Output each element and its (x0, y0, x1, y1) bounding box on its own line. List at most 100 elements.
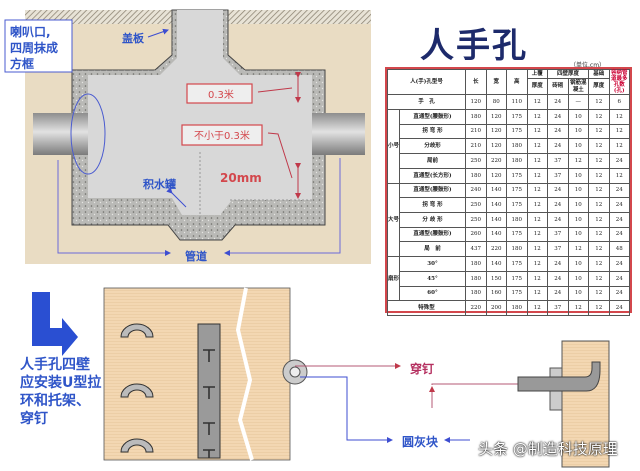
table-header-row: 人(手)孔型号 长 宽 高 上覆 四壁厚度 基础 容纳管道最多孔数(孔) (387, 68, 630, 96)
table-cell: — (567, 94, 589, 110)
row-type: 局前 (399, 153, 466, 169)
break-line (235, 287, 254, 461)
table-cell: 180 (506, 138, 528, 155)
group-label: 小号 (387, 108, 400, 184)
table-cell: 24 (547, 256, 569, 272)
table-cell: 10 (567, 226, 589, 243)
table-cell: 120 (465, 94, 487, 110)
table-cell: 12 (588, 94, 610, 110)
installation-note-line: 人手孔四壁 (20, 357, 90, 373)
table-cell: 180 (465, 108, 487, 125)
table-cell: 140 (485, 211, 507, 228)
table-cell: 12 (526, 300, 548, 317)
table-cell: 12 (526, 285, 548, 302)
table-cell: 12 (588, 167, 610, 184)
table-cell: 220 (485, 153, 507, 169)
table-cell: 12 (526, 138, 548, 155)
row-type: 手 孔 (387, 94, 466, 110)
row-type: 60° (399, 285, 466, 302)
installation-note-line: 环和托架、 (20, 393, 90, 409)
table-cell: 37 (547, 167, 569, 184)
header-type: 人(手)孔型号 (387, 68, 466, 96)
table-cell: 250 (465, 153, 487, 169)
unit-note: （单位,cm） (570, 62, 606, 69)
round-block-label: 圆灰块 (402, 434, 439, 449)
table-cell: 240 (465, 182, 487, 199)
row-type: 分 歧 形 (399, 211, 466, 228)
header-walls: 四壁厚度 (547, 69, 589, 79)
header-base-thickness: 厚度 (588, 77, 610, 96)
table-cell: 175 (506, 270, 528, 287)
table-cell: 160 (485, 285, 507, 302)
table-cell: 10 (567, 270, 589, 287)
manhole-chamber (88, 10, 312, 215)
table-cell: 12 (588, 197, 610, 213)
table-cell: 180 (465, 167, 487, 184)
table-cell: 140 (485, 256, 507, 272)
table-cell: 175 (506, 226, 528, 243)
clearance-top-label: 0.3米 (208, 88, 234, 101)
row-type: 30° (399, 256, 466, 272)
table-cell: 80 (485, 94, 507, 110)
table-cell: 180 (506, 211, 528, 228)
table-cell: 120 (485, 108, 507, 125)
row-type: 分歧形 (399, 138, 466, 155)
table-cell: 12 (588, 270, 610, 287)
table-cell: 24 (608, 197, 630, 213)
table-cell: 12 (567, 241, 589, 258)
header-base: 基础 (588, 69, 610, 79)
table-cell: 180 (465, 285, 487, 302)
header-max-holes: 容纳管道最多孔数(孔) (608, 68, 630, 96)
table-cell: 180 (506, 153, 528, 169)
clearance-min-box (181, 124, 263, 146)
table-cell: 150 (485, 270, 507, 287)
table-cell: 220 (485, 241, 507, 258)
table-cell: 140 (485, 226, 507, 243)
table-cell: 200 (485, 300, 507, 317)
header-top-thickness: 厚度 (526, 77, 548, 96)
table-cell: 10 (567, 197, 589, 213)
table-cell: 6 (608, 94, 630, 110)
group-label: 扇形 (387, 256, 400, 302)
table-cell: 180 (506, 300, 528, 317)
bell-mouth-label-2: 四周抹成 (10, 40, 58, 55)
table-cell: 110 (506, 94, 528, 110)
table-cell: 24 (608, 285, 630, 302)
table-cell: 10 (567, 108, 589, 125)
table-cell: 10 (567, 182, 589, 199)
table-cell: 24 (608, 256, 630, 272)
table-cell: 12 (526, 94, 548, 110)
row-type: 局 前 (399, 241, 466, 258)
table-cell: 24 (608, 211, 630, 228)
row-type: 直通型(腰鼓形) (399, 182, 466, 199)
through-bolt-icon (517, 361, 601, 392)
table-cell: 250 (465, 211, 487, 228)
table-cell: 12 (567, 153, 589, 169)
table-cell: 12 (588, 211, 610, 228)
table-cell: 24 (547, 285, 569, 302)
u-rings (120, 323, 154, 453)
table-cell: 120 (485, 167, 507, 184)
wall-panel (103, 287, 291, 461)
row-type: 特殊型 (387, 300, 466, 317)
installation-note-line: 穿钉 (20, 411, 48, 427)
table-cell: 12 (526, 270, 548, 287)
row-type: 直通型(腰鼓形) (399, 226, 466, 243)
group-label: 大号 (387, 182, 400, 258)
table-cell: 12 (588, 138, 610, 155)
header-concrete: 钢筋混凝土 (567, 77, 589, 96)
through-bolt-label: 穿钉 (410, 361, 434, 376)
table-cell: 10 (567, 211, 589, 228)
table-cell: 37 (547, 300, 569, 317)
table-cell: 37 (547, 241, 569, 258)
table-cell: 12 (526, 197, 548, 213)
table-cell: 12 (526, 108, 548, 125)
table-cell: 37 (547, 153, 569, 169)
